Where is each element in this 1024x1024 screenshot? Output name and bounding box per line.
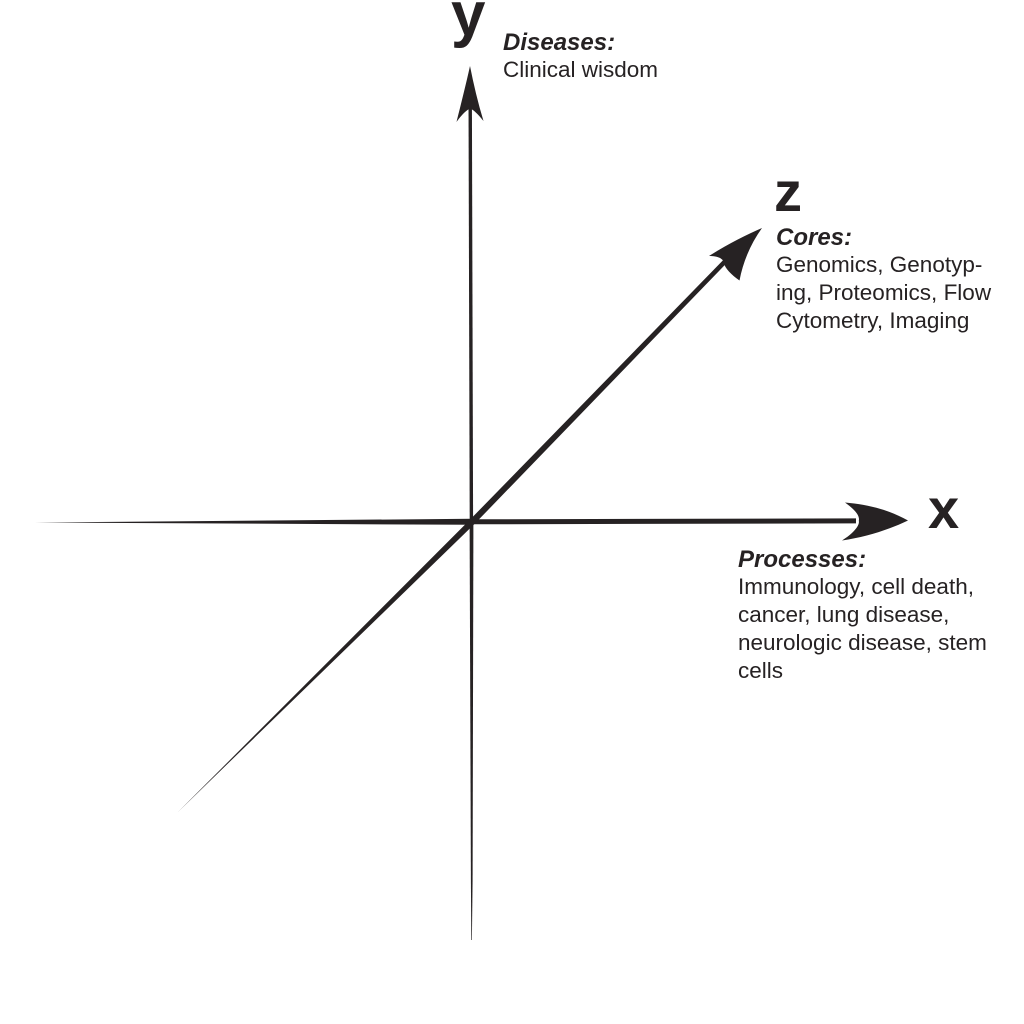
x-axis-left-line (35, 518, 472, 525)
x-axis-letter: x (928, 477, 960, 540)
x-axis-annotation-line: Immunology, cell death, (738, 574, 974, 599)
z-axis-letter: z (774, 160, 802, 223)
y-axis-tail (469, 522, 474, 940)
z-axis-annotation-title: Cores: (776, 224, 853, 251)
x-axis-arrowhead (842, 502, 908, 541)
z-axis-annotation-line: ing, Proteomics, Flow (776, 280, 992, 305)
y-axis-annotation: Diseases: Clinical wisdom (503, 29, 658, 84)
y-axis-annotation-title: Diseases: (503, 29, 616, 56)
z-axis-annotation: Cores: Genomics, Genotyp- ing, Proteomic… (776, 224, 991, 335)
z-axis-arrowhead (709, 228, 762, 281)
y-axis-line (468, 97, 474, 523)
y-axis-annotation-line: Clinical wisdom (503, 57, 659, 82)
z-axis-annotation-line: Cytometry, Imaging (776, 308, 970, 333)
x-axis-annotation-title: Processes: (738, 546, 867, 573)
x-axis-annotation-line: cells (738, 658, 784, 683)
x-axis-annotation: Processes: Immunology, cell death, cance… (738, 546, 987, 685)
x-axis-line (471, 518, 857, 525)
x-axis-annotation-line: neurologic disease, stem (738, 630, 987, 655)
z-axis-line (178, 249, 737, 813)
y-axis-letter: y (451, 0, 486, 49)
y-axis-arrowhead (456, 66, 484, 122)
x-axis-annotation-line: cancer, lung disease, (738, 602, 950, 627)
z-axis-annotation-line: Genomics, Genotyp- (776, 252, 983, 277)
